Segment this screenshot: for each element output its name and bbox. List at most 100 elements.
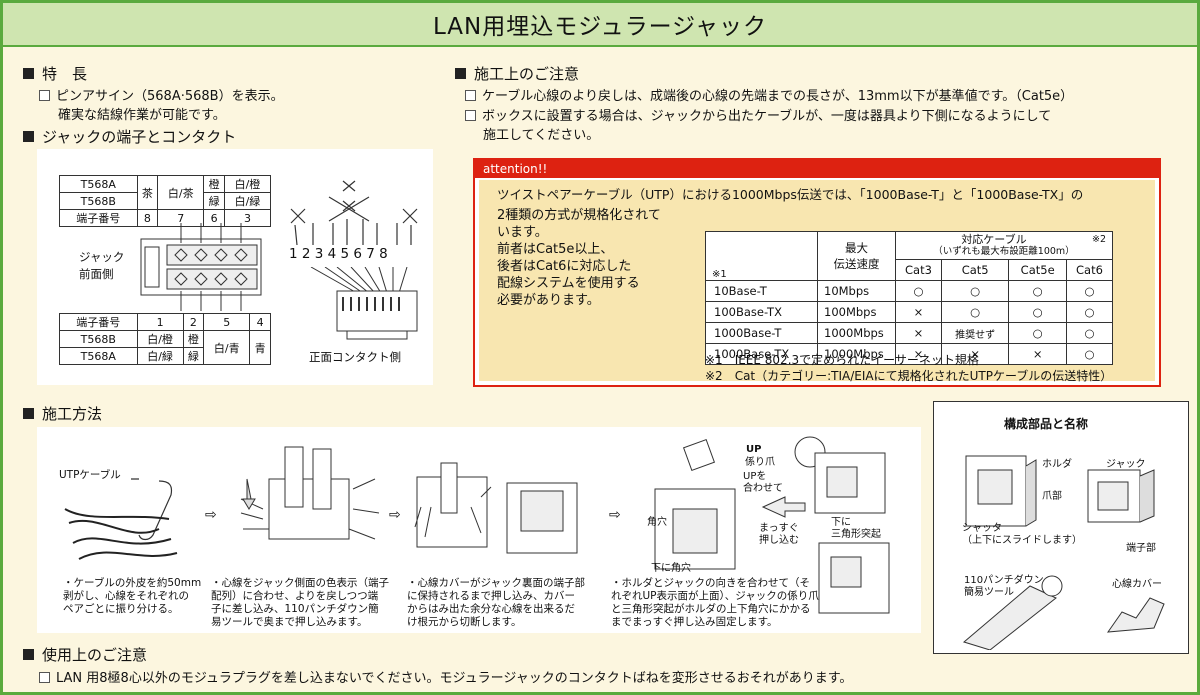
holder-assembly-drawing bbox=[654, 436, 890, 614]
up-label: UP bbox=[746, 444, 762, 455]
footnote: ※1 IEEE 802.3で定められたイーサーネット規格 bbox=[705, 353, 979, 367]
arrow-right-icon: ⇨ bbox=[389, 507, 401, 523]
features-heading: 特 長 bbox=[23, 63, 87, 84]
table-cell: 6 bbox=[203, 209, 225, 227]
feature-item: 確実な結線作業が可能です。 bbox=[58, 108, 226, 123]
pin-numbers: 1 2 3 4 5 6 7 8 bbox=[289, 246, 388, 262]
attention-line: 前者はCat5e以上、 bbox=[497, 242, 614, 257]
kakarizume-label: 係り爪 bbox=[745, 457, 775, 468]
cover-press-drawing bbox=[414, 462, 578, 554]
usage-notes-heading: 使用上のご注意 bbox=[23, 644, 147, 665]
table-header: ※1 bbox=[705, 231, 818, 281]
checkbox-icon bbox=[39, 90, 50, 101]
table-cell: 白/青 bbox=[203, 330, 251, 365]
table-header: Cat5e bbox=[1008, 259, 1067, 281]
ethernet-speed-table: ※1 最大伝送速度 対応ケーブル ※2（いずれも最大布設距離100m） Cat3… bbox=[705, 231, 1114, 365]
table-header: Cat3 bbox=[895, 259, 942, 281]
up-align-label: UPを bbox=[743, 471, 767, 482]
page-title: LAN用埋込モジュラージャック bbox=[3, 3, 1197, 47]
jack-part-label: ジャック bbox=[1106, 459, 1146, 470]
utp-cable-label: UTPケーブル bbox=[59, 469, 121, 481]
attention-body: ツイストペアーケーブル（UTP）における1000Mbps伝送では、「1000Ba… bbox=[479, 180, 1155, 383]
table-cell: 白/茶 bbox=[157, 175, 205, 210]
table-cell: 白/橙 bbox=[136, 330, 184, 348]
table-cell: 5 bbox=[203, 313, 251, 331]
up-align-label: 合わせて bbox=[743, 483, 783, 494]
shita-kakuana-label: 下に角穴 bbox=[651, 563, 691, 574]
massugu-label: 押し込む bbox=[759, 535, 799, 546]
attention-line: 後者はCat6に対応した bbox=[497, 259, 632, 274]
checkbox-icon bbox=[465, 110, 476, 121]
table-cell: 白/橙 bbox=[223, 175, 272, 193]
table-cell: 端子番号 bbox=[59, 313, 138, 331]
note-item: ボックスに設置する場合は、ジャックから出たケーブルが、一度は器具より下側になるよ… bbox=[465, 105, 1051, 124]
step-caption: ・心線カバーがジャック裏面の端子部に保持されるまで押し込み、カバーからはみ出た余… bbox=[407, 577, 585, 628]
step-caption: ・心線をジャック側面の色表示（端子配列）に合わせ、よりを戻しつつ端子に差し込み、… bbox=[211, 577, 389, 628]
procedure-panel: UTPケーブル ⇨ ⇨ bbox=[37, 427, 921, 633]
footnote: ※2 Cat（カテゴリー:TIA/EIAにて規格化されたUTPケーブルの伝送特性… bbox=[705, 369, 1113, 383]
table-cell: 2 bbox=[182, 313, 205, 331]
table-cell: 緑 bbox=[203, 192, 225, 210]
wire-insert-drawing bbox=[240, 446, 380, 540]
table-cell: 白/緑 bbox=[136, 347, 184, 365]
parts-drawing bbox=[962, 455, 1165, 650]
table-cell: 橙 bbox=[182, 330, 205, 348]
massugu-label: まっすぐ bbox=[759, 523, 799, 534]
front-contact-label: 正面コンタクト側 bbox=[309, 350, 401, 364]
table-cell: 青 bbox=[249, 330, 271, 365]
parts-panel: 構成部品と名称 ホルダ ジャック 爪部 シャッタ （上下にスライドします） 端子… bbox=[933, 401, 1189, 654]
attention-line: 必要があります。 bbox=[497, 293, 600, 308]
table-header: Cat6 bbox=[1065, 259, 1114, 281]
shita-label: 三角形突起 bbox=[831, 529, 881, 540]
table-cell: 橙 bbox=[203, 175, 225, 193]
step-caption: ・ホルダとジャックの向きを合わせて（それぞれUP表示面が上面）、ジャックの係り爪… bbox=[611, 577, 819, 628]
table-cell: 白/緑 bbox=[223, 192, 272, 210]
cover-label: 心線カバー bbox=[1112, 579, 1162, 590]
table-cell: 4 bbox=[249, 313, 271, 331]
table-cell: 緑 bbox=[182, 347, 205, 365]
attention-box: attention!! ツイストペアーケーブル（UTP）における1000Mbps… bbox=[473, 158, 1161, 387]
table-cell: 茶 bbox=[136, 175, 159, 210]
tool-label: 110パンチダウン bbox=[964, 575, 1044, 586]
construction-notes-heading: 施工上のご注意 bbox=[455, 63, 579, 84]
feature-item: ピンアサイン（568A·568B）を表示。 bbox=[39, 85, 284, 104]
table-cell: T568A bbox=[59, 175, 138, 193]
note-item: 施工してください。 bbox=[483, 128, 600, 143]
arrow-right-icon: ⇨ bbox=[609, 507, 621, 523]
tsume-label: 爪部 bbox=[1042, 491, 1062, 502]
table-cell: 3 bbox=[223, 209, 272, 227]
table-cell: T568B bbox=[59, 192, 138, 210]
procedure-heading: 施工方法 bbox=[23, 403, 102, 424]
attention-line: 2種類の方式が規格化されて bbox=[497, 208, 661, 223]
table-header: Cat5 bbox=[940, 259, 1010, 281]
holder-label: ホルダ bbox=[1042, 459, 1072, 470]
table-cell: 端子番号 bbox=[59, 209, 138, 227]
table-header: 対応ケーブル ※2（いずれも最大布設距離100m） bbox=[895, 231, 1113, 260]
attention-line: 配線システムを使用する bbox=[497, 276, 640, 291]
table-header: 最大伝送速度 bbox=[817, 231, 896, 281]
jack-label: ジャック bbox=[79, 250, 125, 264]
jack-label: 前面側 bbox=[79, 267, 114, 281]
shutter-label: シャッタ bbox=[962, 523, 1002, 534]
arrow-right-icon: ⇨ bbox=[205, 507, 217, 523]
terminal-label: 端子部 bbox=[1126, 543, 1156, 554]
note-item: ケーブル心線のより戻しは、成端後の心線の先端までの長さが、13mm以下が基準値で… bbox=[465, 85, 1073, 104]
table-cell: T568B bbox=[59, 330, 138, 348]
jack-terminal-drawing bbox=[140, 223, 262, 311]
cable-strip-drawing bbox=[64, 478, 178, 560]
shutter-label: （上下にスライドします） bbox=[962, 535, 1082, 546]
jack-section-heading: ジャックの端子とコンタクト bbox=[23, 126, 236, 147]
attention-line: います。 bbox=[497, 225, 548, 240]
kakuana-label: 角穴 bbox=[647, 517, 667, 528]
checkbox-icon bbox=[39, 672, 50, 683]
tool-label: 簡易ツール bbox=[964, 587, 1014, 598]
contact-front-drawing bbox=[310, 267, 418, 340]
